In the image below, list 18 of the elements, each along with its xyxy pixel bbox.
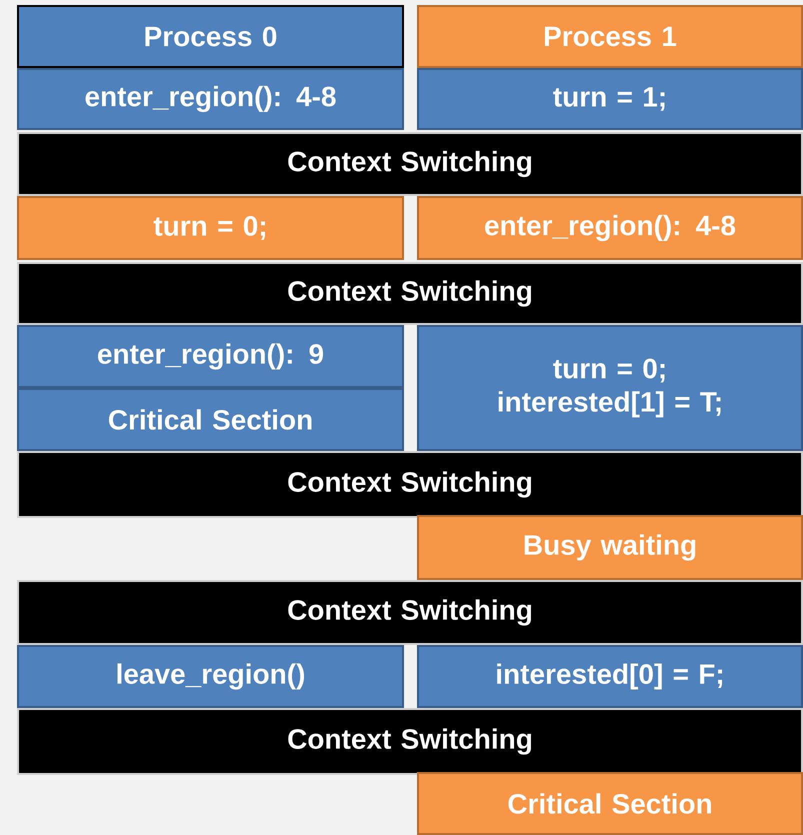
step-box: enter_region(): 4-8	[17, 68, 404, 130]
step-box: Critical Section	[417, 772, 803, 835]
process-header: Process 0	[17, 4, 404, 68]
step-box: enter_region(): 4-8	[417, 196, 803, 260]
context-switch-bar: Context Switching	[17, 262, 803, 325]
context-switch-bar: Context Switching	[17, 132, 803, 196]
step-box: Critical Section	[17, 388, 404, 451]
step-box: enter_region(): 9	[17, 325, 404, 388]
step-box: interested[0] = F;	[417, 645, 803, 708]
context-switch-bar: Context Switching	[17, 708, 803, 775]
step-box: turn = 0; interested[1] = T;	[417, 325, 803, 451]
step-box: turn = 0;	[17, 196, 404, 260]
context-switch-bar: Context Switching	[17, 580, 803, 645]
step-box: Busy waiting	[417, 515, 803, 580]
context-switch-bar: Context Switching	[17, 450, 803, 518]
process-header: Process 1	[417, 4, 803, 68]
step-box: turn = 1;	[417, 68, 803, 130]
step-box: leave_region()	[17, 645, 404, 708]
